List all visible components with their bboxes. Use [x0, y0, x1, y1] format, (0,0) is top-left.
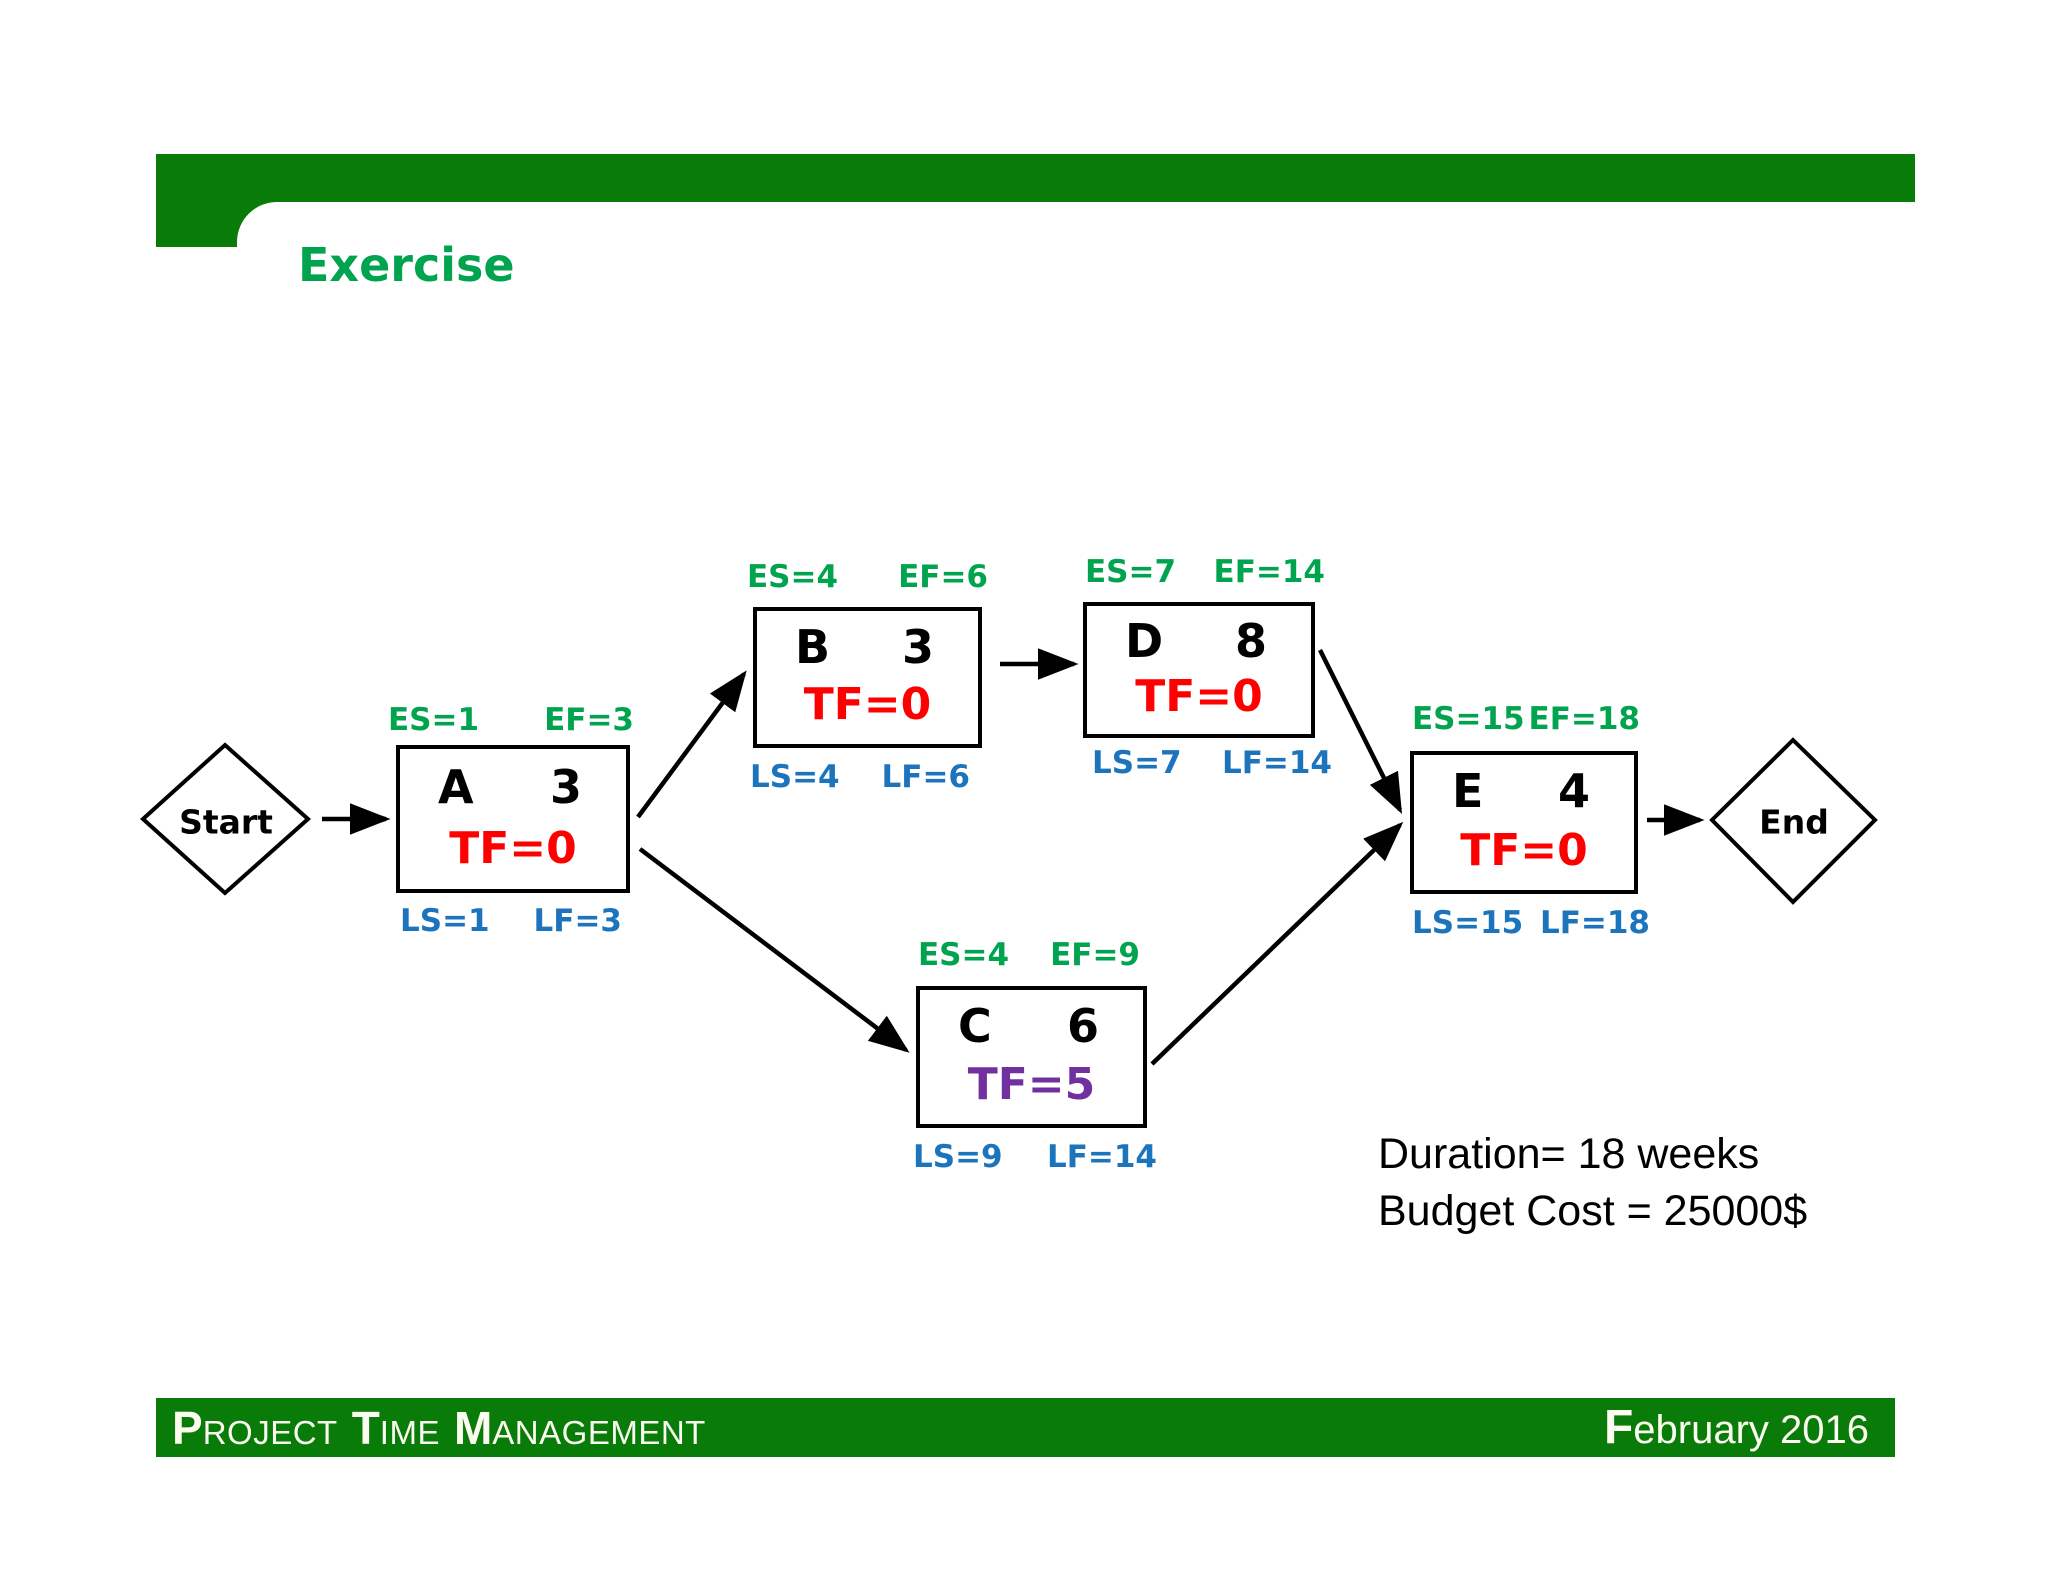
activity-a-late-dates: LS=1 LF=3: [400, 906, 622, 937]
d-lf-label: LF=14: [1221, 745, 1332, 781]
a-ls-label: LS=1: [400, 903, 490, 939]
start-label: Start: [179, 802, 273, 842]
d-ls-label: LS=7: [1092, 745, 1182, 781]
c-activity-letter: C: [958, 999, 992, 1054]
e-name-row: E 4: [1414, 755, 1634, 822]
activity-e-late-dates: LS=15 LF=18: [1412, 908, 1650, 939]
activity-node-e: E 4 TF=0: [1410, 751, 1638, 894]
e-es-label: ES=15: [1412, 701, 1525, 737]
activity-c-late-dates: LS=9 LF=14: [913, 1142, 1157, 1173]
a-name-row: A 3: [400, 749, 626, 819]
footer-word1-rest: ROJECT: [202, 1413, 338, 1451]
slide-title: Exercise: [298, 238, 515, 292]
arrow-d-to-e: [1317, 648, 1403, 815]
end-diamond: [1709, 737, 1878, 905]
d-duration: 8: [1234, 613, 1267, 668]
duration-note: Duration= 18 weeks: [1378, 1130, 1760, 1178]
start-diamond: [140, 742, 312, 896]
c-lf-label: LF=14: [1046, 1139, 1157, 1175]
activity-d-late-dates: LS=7 LF=14: [1092, 748, 1332, 779]
activity-a-early-dates: ES=1 EF=3: [388, 705, 634, 736]
arrow-a-to-b: [636, 670, 747, 819]
c-es-label: ES=4: [918, 937, 1010, 973]
d-float-row: TF=0: [1087, 669, 1311, 734]
footer-word2-initial: T: [351, 1401, 380, 1454]
d-name-row: D 8: [1087, 606, 1311, 669]
d-ef-label: EF=14: [1213, 554, 1325, 590]
c-name-row: C 6: [920, 990, 1143, 1056]
summary-notes: Duration= 18 weeks Budget Cost = 25000$: [1378, 1126, 1807, 1240]
footer-word3-initial: M: [453, 1401, 493, 1454]
b-name-row: B 3: [757, 611, 978, 677]
activity-b-late-dates: LS=4 LF=6: [750, 762, 970, 793]
activity-e-early-dates: ES=15 EF=18: [1412, 704, 1640, 735]
end-label: End: [1759, 802, 1829, 842]
activity-node-a: A 3 TF=0: [396, 745, 630, 893]
b-ef-label: EF=6: [898, 559, 988, 595]
activity-node-c: C 6 TF=5: [916, 986, 1147, 1128]
e-ef-label: EF=18: [1528, 701, 1640, 737]
a-activity-letter: A: [438, 759, 474, 814]
footer-word3-rest: ANAGEMENT: [492, 1413, 706, 1451]
c-total-float: TF=5: [967, 1059, 1096, 1111]
a-lf-label: LF=3: [533, 903, 622, 939]
d-total-float: TF=0: [1135, 670, 1263, 722]
activity-c-early-dates: ES=4 EF=9: [918, 940, 1140, 971]
footer-word2-rest: IME: [379, 1413, 440, 1451]
c-duration: 6: [1066, 999, 1099, 1054]
b-es-label: ES=4: [747, 559, 839, 595]
activity-d-early-dates: ES=7 EF=14: [1085, 557, 1325, 588]
d-es-label: ES=7: [1085, 554, 1177, 590]
a-duration: 3: [549, 759, 582, 814]
footer-date-rest: ebruary 2016: [1633, 1407, 1869, 1452]
a-es-label: ES=1: [388, 702, 480, 738]
activity-node-b: B 3 TF=0: [753, 607, 982, 748]
d-activity-letter: D: [1125, 613, 1164, 668]
b-lf-label: LF=6: [881, 759, 970, 795]
b-float-row: TF=0: [757, 677, 978, 744]
e-duration: 4: [1557, 764, 1590, 819]
budget-note: Budget Cost = 25000$: [1378, 1187, 1808, 1235]
activity-b-early-dates: ES=4 EF=6: [747, 562, 988, 593]
e-total-float: TF=0: [1460, 824, 1588, 876]
a-total-float: TF=0: [449, 822, 577, 874]
footer-word1-initial: P: [172, 1401, 203, 1454]
e-lf-label: LF=18: [1539, 905, 1650, 941]
b-ls-label: LS=4: [750, 759, 840, 795]
activity-node-d: D 8 TF=0: [1083, 602, 1315, 738]
b-duration: 3: [901, 619, 934, 674]
c-float-row: TF=5: [920, 1056, 1143, 1124]
arrow-c-to-e: [1150, 821, 1404, 1066]
b-activity-letter: B: [795, 619, 831, 674]
header-green-bar: [156, 154, 1915, 202]
a-ef-label: EF=3: [544, 702, 634, 738]
e-activity-letter: E: [1452, 764, 1484, 819]
a-float-row: TF=0: [400, 819, 626, 889]
header-green-left-block: [156, 202, 237, 247]
arrow-a-to-c: [638, 847, 910, 1053]
c-ef-label: EF=9: [1050, 937, 1140, 973]
e-float-row: TF=0: [1414, 822, 1634, 890]
e-ls-label: LS=15: [1412, 905, 1524, 941]
b-total-float: TF=0: [803, 679, 932, 731]
footer-date-initial: F: [1603, 1400, 1634, 1454]
c-ls-label: LS=9: [913, 1139, 1003, 1175]
